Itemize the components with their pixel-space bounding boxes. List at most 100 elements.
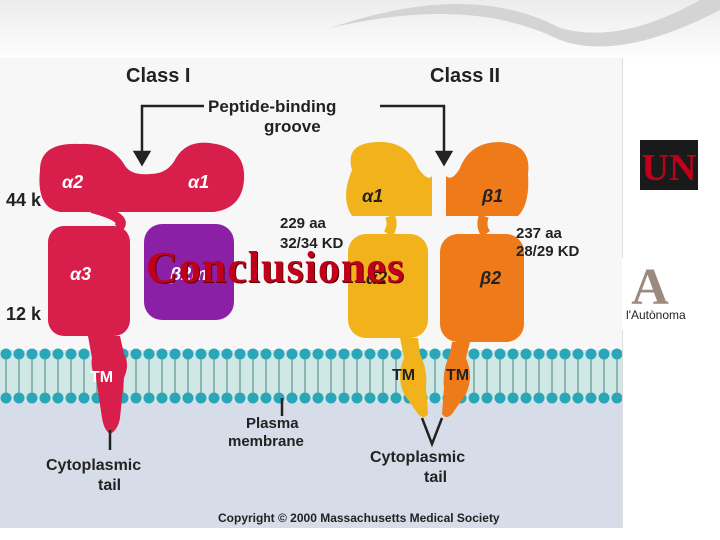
aa-237: 237 aa bbox=[516, 225, 563, 242]
lipid-head bbox=[611, 392, 622, 404]
slide-title: Conclusiones bbox=[146, 243, 405, 292]
lipid-head bbox=[559, 392, 571, 404]
lipid-head bbox=[286, 348, 298, 360]
lipid-head bbox=[377, 392, 389, 404]
lipid-head bbox=[572, 348, 584, 360]
lipid-head bbox=[0, 392, 12, 404]
lipid-head bbox=[260, 348, 272, 360]
class-ii-heading: Class II bbox=[430, 65, 500, 87]
aa-229: 229 aa bbox=[280, 215, 327, 232]
lipid-head bbox=[559, 348, 571, 360]
tm-class-i: TM bbox=[90, 369, 113, 386]
lipid-head bbox=[78, 348, 90, 360]
alpha2-ii-domain bbox=[348, 234, 428, 338]
lipid-head bbox=[182, 392, 194, 404]
lipid-head bbox=[351, 348, 363, 360]
lipid-head bbox=[364, 392, 376, 404]
kd-32-34: 32/34 KD bbox=[280, 235, 344, 252]
lipid-head bbox=[533, 348, 545, 360]
lipid-head bbox=[312, 348, 324, 360]
lipid-head bbox=[156, 348, 168, 360]
lipid-head bbox=[429, 348, 441, 360]
un-logo: UN bbox=[636, 130, 702, 202]
lipid-head bbox=[585, 392, 597, 404]
beta2m-label: β2m bbox=[169, 264, 207, 284]
lipid-head bbox=[507, 392, 519, 404]
lipid-head bbox=[468, 392, 480, 404]
lipid-head bbox=[13, 348, 25, 360]
lipid-head bbox=[533, 392, 545, 404]
beta2-label: β2 bbox=[479, 268, 501, 288]
autonoma-logo-text: l'Autònoma bbox=[626, 308, 686, 322]
lipid-head bbox=[520, 392, 532, 404]
lipid-head bbox=[299, 392, 311, 404]
alpha2-ii-label: α2 bbox=[366, 268, 387, 288]
lipid-head bbox=[481, 392, 493, 404]
beta2-domain bbox=[440, 234, 524, 342]
lipid-head bbox=[234, 392, 246, 404]
lipid-head bbox=[598, 348, 610, 360]
un-logo-text: UN bbox=[642, 147, 697, 189]
lipid-head bbox=[130, 392, 142, 404]
lipid-head bbox=[221, 348, 233, 360]
lipid-head bbox=[286, 392, 298, 404]
lipid-head bbox=[325, 392, 337, 404]
groove-label-line2: groove bbox=[264, 117, 321, 136]
tm-class-ii-beta: TM bbox=[446, 367, 469, 384]
lipid-head bbox=[208, 392, 220, 404]
plasma-label: Plasma bbox=[246, 415, 299, 432]
lipid-head bbox=[429, 392, 441, 404]
lipid-head bbox=[585, 348, 597, 360]
alpha1-ii-domain bbox=[346, 142, 432, 216]
lipid-head bbox=[143, 392, 155, 404]
cyto-class-i-line2: tail bbox=[98, 477, 121, 494]
lipid-head bbox=[26, 348, 38, 360]
groove-arrows bbox=[108, 104, 454, 450]
lipid-head bbox=[338, 348, 350, 360]
copyright-text: Copyright © 2000 Massachusetts Medical S… bbox=[218, 511, 500, 525]
class-ii-beta-tm bbox=[442, 342, 470, 417]
lipid-head bbox=[39, 348, 51, 360]
lipid-head bbox=[247, 348, 259, 360]
lipid-head bbox=[52, 392, 64, 404]
lipid-head bbox=[130, 348, 142, 360]
lipid-head bbox=[26, 392, 38, 404]
lipid-head bbox=[195, 392, 207, 404]
lipid-head bbox=[221, 392, 233, 404]
lipid-head bbox=[468, 348, 480, 360]
lipid-head bbox=[13, 392, 25, 404]
lipid-head bbox=[325, 348, 337, 360]
lipid-head bbox=[546, 392, 558, 404]
lipid-head bbox=[481, 348, 493, 360]
lipid-head bbox=[156, 392, 168, 404]
lipid-head bbox=[260, 392, 272, 404]
lipid-head bbox=[494, 392, 506, 404]
size-12k: 12 k bbox=[6, 304, 42, 324]
kd-28-29: 28/29 KD bbox=[516, 243, 580, 260]
autonoma-logo-letter: A bbox=[631, 259, 669, 316]
class-ii-molecule bbox=[346, 142, 529, 417]
size-44k: 44 k bbox=[6, 190, 42, 210]
lipid-head bbox=[494, 348, 506, 360]
autonoma-logo: A bbox=[622, 258, 720, 330]
lipid-head bbox=[572, 392, 584, 404]
beta1-domain bbox=[446, 142, 529, 216]
mhc-diagram-image: Class I Class II Peptide-binding groove … bbox=[0, 58, 623, 528]
class-ii-alpha-tm bbox=[400, 338, 428, 417]
cyto-class-ii-line1: Cytoplasmic bbox=[370, 449, 465, 466]
class-i-tm-segment bbox=[88, 336, 127, 434]
lipid-head bbox=[52, 348, 64, 360]
top-band bbox=[0, 0, 720, 62]
lipid-head bbox=[351, 392, 363, 404]
alpha3-domain bbox=[48, 226, 130, 336]
lipid-head bbox=[312, 392, 324, 404]
lipid-head bbox=[520, 348, 532, 360]
mhc-diagram: Class I Class II Peptide-binding groove … bbox=[0, 58, 622, 528]
lipid-head bbox=[247, 392, 259, 404]
lipid-head bbox=[234, 348, 246, 360]
class-i-molecule bbox=[39, 142, 245, 434]
lipid-head bbox=[338, 392, 350, 404]
lipid-head bbox=[39, 392, 51, 404]
class-i-heading: Class I bbox=[126, 65, 190, 87]
lipid-head bbox=[208, 348, 220, 360]
